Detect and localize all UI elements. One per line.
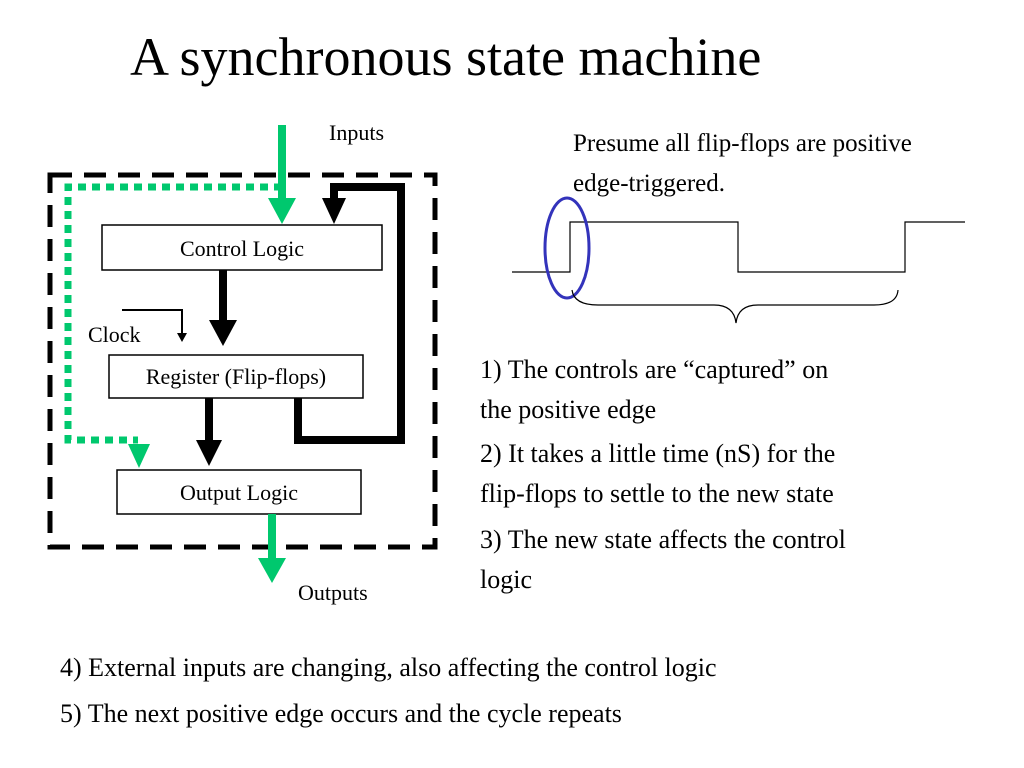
step-3-line-2: logic (480, 565, 532, 594)
step-1: 1) The controls are “captured” on the po… (480, 350, 828, 430)
cycle-brace (571, 289, 899, 324)
output-logic-label: Output Logic (180, 480, 298, 505)
register-box (108, 354, 364, 399)
outputs-label: Outputs (298, 580, 368, 605)
step-4: 4) External inputs are changing, also af… (60, 648, 717, 688)
inputs-arrowhead (268, 198, 296, 224)
clock-label: Clock (88, 322, 141, 347)
inputs-label: Inputs (329, 120, 384, 145)
step-1-line-1: 1) The controls are “captured” on (480, 355, 829, 384)
step-3-line-1: 3) The new state affects the control (480, 525, 846, 554)
positive-edge-highlight (543, 196, 591, 300)
flip-flop-note: Presume all flip-flops are positive edge… (573, 124, 1024, 204)
clock-arrowhead (177, 333, 187, 342)
step-3: 3) The new state affects the control log… (480, 520, 846, 600)
output-logic-green-arrowhead (128, 444, 150, 468)
step-5-text: 5) The next positive edge occurs and the… (60, 699, 622, 728)
step-2-line-2: flip-flops to settle to the new state (480, 479, 834, 508)
outputs-arrowhead (258, 558, 286, 583)
page-title: A synchronous state machine (130, 27, 762, 87)
feedback-arrowhead (322, 198, 346, 224)
step-2-line-1: 2) It takes a little time (nS) for the (480, 439, 836, 468)
register-label: Register (Flip-flops) (146, 364, 326, 389)
clock-line (122, 309, 183, 335)
step-1-line-2: the positive edge (480, 395, 657, 424)
clock-waveform (512, 221, 965, 273)
machine-boundary (47, 172, 438, 550)
control-to-register-arrowhead (209, 320, 237, 346)
register-to-output-arrowhead (196, 440, 222, 466)
step-2: 2) It takes a little time (nS) for the f… (480, 434, 835, 514)
control-logic-label: Control Logic (180, 236, 304, 261)
feedback-loop-line (294, 183, 405, 444)
input-to-output-dotted-path (64, 183, 282, 444)
step-4-text: 4) External inputs are changing, also af… (60, 653, 717, 682)
control-logic-box (101, 224, 383, 271)
note-line-1: Presume all flip-flops are positive (573, 130, 912, 157)
step-5: 5) The next positive edge occurs and the… (60, 694, 622, 734)
note-line-2: edge-triggered. (573, 170, 726, 197)
output-logic-box (116, 469, 362, 515)
